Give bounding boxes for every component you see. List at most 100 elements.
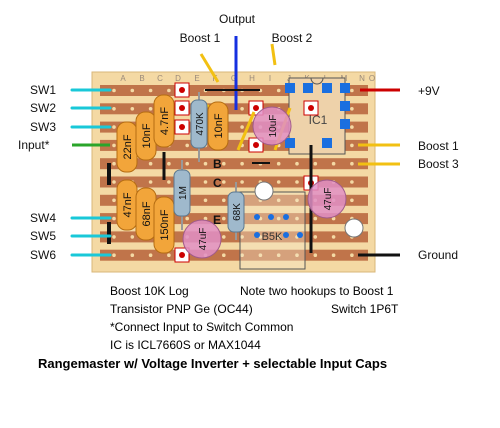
strip-hole — [331, 253, 336, 257]
cap-4n7: 4.7nF — [153, 94, 175, 148]
wire-labels: Output Boost 1 Boost 2 SW1 SW2 SW3 Input… — [18, 12, 459, 262]
strip-hole — [295, 253, 299, 257]
strip-hole — [112, 253, 116, 257]
note-boost: Boost 10K Log — [110, 284, 189, 298]
strip-hole — [331, 216, 336, 221]
svg-text:68K: 68K — [232, 203, 243, 221]
res-68K: 68K — [227, 182, 245, 240]
svg-text:47uF: 47uF — [323, 188, 334, 211]
strip-hole — [222, 235, 226, 239]
pin — [254, 232, 260, 238]
strip-hole — [112, 198, 116, 203]
pot-b5k-label: B5K — [262, 231, 283, 243]
pin — [340, 101, 350, 111]
ic1-label: IC1 — [309, 113, 328, 127]
strip-hole — [276, 235, 281, 239]
strip-hole — [240, 253, 244, 257]
cap-10nF-a: 10nF — [135, 111, 157, 161]
transistor-e: E — [213, 213, 221, 227]
sw1-label: SW1 — [30, 83, 56, 97]
track-cut — [107, 163, 111, 185]
strip-hole — [112, 125, 116, 129]
strip-hole — [185, 143, 189, 148]
short-black-jumpers — [205, 89, 270, 164]
track-cut — [107, 222, 111, 244]
strip-hole — [368, 125, 373, 129]
strip-hole — [276, 88, 281, 93]
transistor-b: B — [213, 157, 222, 171]
strip-hole — [203, 198, 208, 203]
strip-hole — [112, 107, 116, 111]
col-I: I — [269, 74, 271, 83]
strip-hole — [130, 107, 135, 111]
copper-strip — [100, 249, 368, 261]
strip-hole — [167, 88, 171, 93]
plus9v-label: +9V — [418, 84, 440, 98]
strip-hole — [167, 180, 171, 184]
electrolytics: 10uF 47uF 47uF — [182, 106, 347, 259]
strip-hole — [222, 161, 226, 166]
switch-wires — [70, 88, 112, 257]
cap-10nF-b: 10nF — [207, 101, 229, 151]
col-C: C — [157, 74, 163, 83]
strip-hole — [295, 180, 299, 184]
svg-text:4.7nF: 4.7nF — [159, 107, 171, 135]
cap-10uF: 10uF — [252, 106, 292, 146]
strip-hole — [350, 253, 354, 257]
res-470K: 470K — [190, 92, 208, 162]
strip-hole — [185, 161, 189, 166]
boost3-right-label: Boost 3 — [418, 157, 459, 171]
svg-text:10nF: 10nF — [213, 113, 225, 138]
pin — [303, 83, 313, 93]
strip-hole — [112, 143, 116, 148]
boost1-right-label: Boost 1 — [418, 139, 459, 153]
copper-strip — [100, 139, 368, 151]
col-B: B — [139, 74, 144, 83]
svg-text:150nF: 150nF — [159, 209, 171, 240]
pin — [340, 83, 350, 93]
pin — [283, 232, 289, 238]
pin — [297, 232, 303, 238]
strip-hole — [240, 125, 244, 129]
strip-hole — [276, 216, 281, 221]
strip-hole — [368, 198, 373, 203]
strip-hole — [276, 253, 281, 257]
cap-47uF-a: 47uF — [182, 219, 222, 259]
svg-text:22nF: 22nF — [122, 134, 134, 159]
note-ic: IC is ICL7660S or MAX1044 — [110, 338, 261, 352]
pin — [254, 214, 260, 220]
strip-hole — [112, 180, 116, 184]
strip-hole — [130, 88, 135, 93]
ground-label: Ground — [418, 248, 458, 262]
sw6-label: SW6 — [30, 248, 56, 262]
note-transistor: Transistor PNP Ge (OC44) — [110, 302, 253, 316]
strip-hole — [148, 107, 153, 111]
capacitors: 22nF 10nF 4.7nF 10nF 47nF 68nF 150nF — [116, 94, 229, 254]
strip-hole — [276, 180, 281, 184]
strip-hole — [222, 198, 226, 203]
strip-hole — [203, 216, 208, 221]
pin — [283, 214, 289, 220]
track-cuts — [107, 163, 111, 244]
transistor: B C E — [213, 157, 222, 227]
strip-hole — [240, 235, 244, 239]
note-hookups: Note two hookups to Boost 1 — [240, 284, 394, 298]
strip-hole — [240, 107, 244, 111]
pin — [285, 138, 295, 148]
strip-hole — [313, 235, 318, 239]
strip-hole — [368, 180, 373, 184]
boost2-top-wire — [270, 43, 277, 66]
strip-hole — [313, 216, 318, 221]
ic1: IC1 — [288, 77, 346, 155]
col-O: O — [369, 74, 375, 83]
note-switch: Switch 1P6T — [331, 302, 399, 316]
copper-strip — [100, 158, 368, 170]
strip-hole — [167, 253, 171, 257]
strip-hole — [222, 253, 226, 257]
pin — [322, 138, 332, 148]
strip-hole — [295, 216, 299, 221]
copper-strip — [100, 176, 368, 188]
strip-hole — [112, 161, 116, 166]
strip-hole — [350, 161, 354, 166]
